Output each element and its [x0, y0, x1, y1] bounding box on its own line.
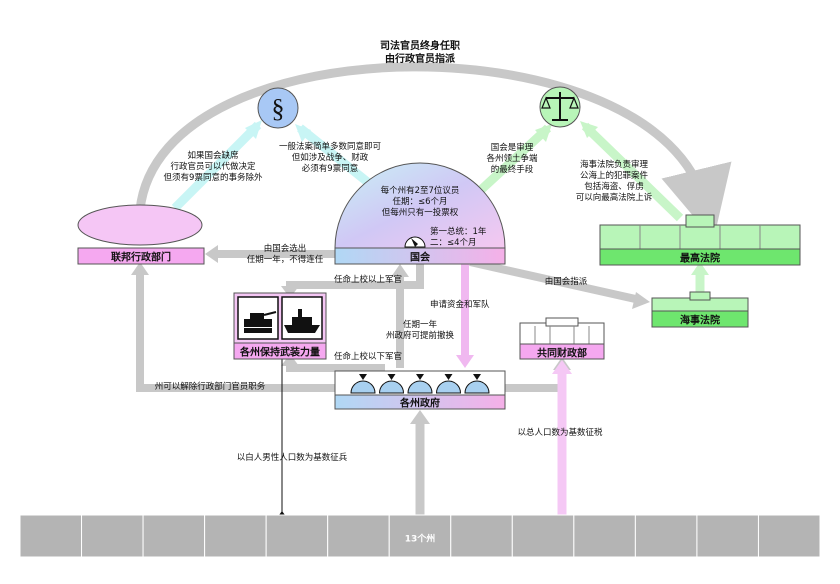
state-gauges: [350, 374, 490, 394]
militia-label: 各州保持武装力量: [240, 347, 320, 359]
state-cell: [142, 514, 206, 558]
svg-text:§: §: [272, 94, 285, 123]
executive-box: [77, 247, 205, 265]
scales-icon: [539, 86, 581, 128]
admiralty-label: 海事法院: [680, 315, 720, 327]
congress-term: 第一总统：1年 二：≤4个月: [430, 227, 487, 248]
militia-box: [233, 342, 327, 360]
court-appoint-note: 由国会指派: [544, 277, 588, 287]
states-bar: [19, 514, 821, 558]
section-sign-icon: §: [257, 87, 299, 129]
state-cell: [573, 514, 636, 558]
state-gauge-icon: [407, 380, 433, 394]
state-gauge-pointer: [444, 374, 453, 380]
elected-note: 由国会选出 任期一年，不得连任: [246, 244, 324, 265]
congress-label: 国会: [410, 252, 430, 264]
appointment-arc: [135, 62, 732, 240]
state-cell: [757, 514, 821, 558]
arrow-state-to-treasury: [505, 364, 566, 392]
state-gov-box: [334, 394, 506, 410]
warship-icon: [281, 296, 323, 340]
tax-note: 以总人口数为基数征税: [517, 428, 603, 438]
state-gauge-icon: [350, 380, 376, 394]
supreme-building: [599, 214, 801, 251]
admiralty-box: [651, 310, 749, 328]
arrow-supreme-to-justice: [581, 122, 684, 222]
treasury-box: [519, 343, 605, 360]
treasury-building: [519, 317, 605, 346]
executive-label: 联邦行政部门: [111, 252, 171, 264]
state-gov-label: 各州政府: [400, 398, 440, 410]
arrow-dismiss: [136, 268, 335, 392]
state-gauge-icon: [435, 380, 462, 394]
top-note: 司法官员终身任职 由行政官员指派: [380, 41, 460, 65]
conscript-note: 以白人男性人口数为基数征兵: [236, 453, 348, 463]
tank-icon: [237, 296, 279, 340]
state-cell: [327, 514, 390, 558]
state-cell: [204, 514, 267, 558]
appoint-low-note: 任命上校以下军官: [333, 352, 403, 362]
arrow-congress-to-admiralty: [469, 258, 641, 304]
supreme-box: [599, 248, 801, 266]
congress-bar: [334, 247, 506, 265]
state-gauge-icon: [378, 380, 405, 394]
state-term-note: 任期一年 州政府可提前撤换: [385, 320, 455, 341]
state-cell: [19, 514, 83, 558]
state-gauge-pointer: [473, 374, 481, 380]
state-cell: [696, 514, 759, 558]
supreme-label: 最高法院: [680, 253, 720, 265]
dispute-note: 国会是审理 各州领土争端 的最终手段: [486, 143, 538, 175]
state-cell: [511, 514, 575, 558]
state-gauge-pointer: [416, 374, 424, 380]
executive-ellipse: [77, 204, 203, 246]
funds-note: 申请资金和军队: [430, 300, 490, 310]
state-cell: [265, 514, 329, 558]
states-bar-label: 13个州: [404, 534, 436, 545]
veto-note: 如果国会缺席 行政官员可以代做决定 但须有9票同意的事务除外: [163, 151, 263, 183]
dismiss-note: 州可以解除行政部门官员职务: [154, 382, 266, 392]
state-cell: [634, 514, 698, 558]
congress-dome: [334, 162, 506, 249]
congress-detail: 每个州有2至7位议员 任期：≤6个月 但每州只有一投票权: [380, 186, 460, 218]
state-gauge-pointer: [359, 374, 367, 380]
majority-note: 一般法案简单多数同意即可 但如涉及战争、财政 必须有9票同意: [278, 142, 382, 174]
arrow-congress-to-justice: [466, 124, 552, 204]
appoint-high-note: 任命上校以上军官: [333, 275, 403, 285]
treasury-label: 共同财政部: [537, 348, 587, 360]
arrow-congress-to-law: [297, 124, 378, 192]
state-gauge-pointer: [387, 374, 396, 380]
arrow-exec-to-law: [171, 121, 262, 212]
state-cell: [81, 514, 144, 558]
state-gauge-icon: [464, 380, 490, 394]
admiralty-building: [651, 291, 749, 313]
state-cell: [450, 514, 513, 558]
admiralty-note: 海事法院负责审理 公海上的犯罪案件 包括海盗、俘虏 可以向最高法院上诉: [575, 160, 653, 203]
